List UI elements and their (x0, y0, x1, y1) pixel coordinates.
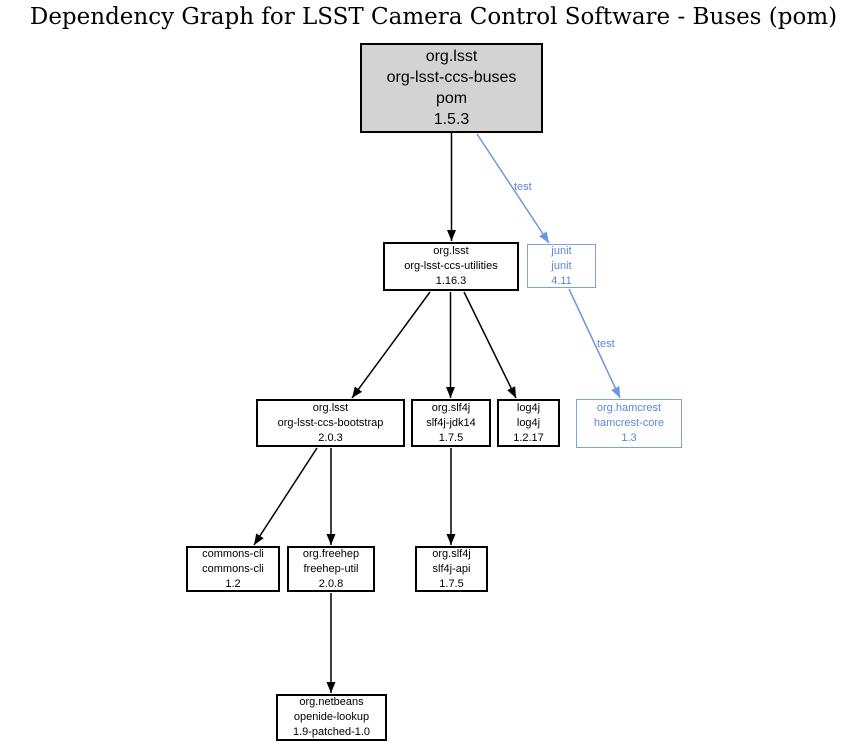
node-artifact: org-lsst-ccs-buses (386, 69, 517, 86)
node-log4j: log4j log4j 1.2.17 (497, 399, 560, 447)
edge-buses-junit (476, 133, 550, 244)
node-version: 2.0.8 (318, 577, 344, 590)
node-group: org.lsst (433, 245, 469, 257)
graph-title: Dependency Graph for LSST Camera Control… (29, 4, 838, 30)
node-group: org.slf4j (432, 547, 471, 560)
node-version: 1.9-patched-1.0 (292, 726, 371, 738)
node-artifact: openide-lookup (293, 711, 370, 723)
node-org-lsst-ccs-utilities: org.lsst org-lsst-ccs-utilities 1.16.3 (383, 242, 519, 291)
node-hamcrest-core: org.hamcrest hamcrest-core 1.3 (576, 399, 682, 448)
node-artifact: commons-cli (202, 562, 264, 575)
node-slf4j-jdk14: org.slf4j slf4j-jdk14 1.7.5 (411, 399, 491, 447)
node-version: 1.5.3 (433, 111, 470, 128)
node-group: org.slf4j (431, 401, 471, 414)
node-freehep-util: org.freehep freehep-util 2.0.8 (287, 546, 375, 592)
edge-label-test-1: test (514, 181, 532, 193)
node-artifact: freehep-util (303, 562, 359, 575)
edge-utilities-log4j (463, 291, 517, 399)
node-commons-cli: commons-cli commons-cli 1.2 (186, 546, 280, 592)
node-group: org.lsst (312, 401, 349, 414)
node-version: 1.2.17 (513, 431, 544, 444)
node-group: org.freehep (302, 547, 360, 560)
node-version: 2.0.3 (318, 431, 343, 444)
node-version: 1.7.5 (439, 577, 464, 590)
node-group: org.lsst (425, 48, 478, 65)
node-org-lsst-ccs-buses: org.lsst org-lsst-ccs-buses pom 1.5.3 (360, 43, 543, 133)
node-group: log4j (516, 401, 541, 414)
node-artifact: slf4j-jdk14 (426, 416, 476, 429)
node-group: commons-cli (202, 547, 264, 560)
node-version: 4.11 (551, 274, 572, 287)
node-version: 1.2 (225, 577, 241, 590)
node-version: 1.7.5 (438, 431, 464, 444)
edge-utilities-bootstrap (351, 291, 431, 399)
node-version: 1.16.3 (435, 275, 467, 287)
node-packaging: pom (435, 90, 468, 107)
node-org-lsst-ccs-bootstrap: org.lsst org-lsst-ccs-bootstrap 2.0.3 (256, 399, 405, 447)
edge-label-test-2: test (597, 338, 615, 350)
node-artifact: slf4j-api (432, 562, 471, 575)
node-junit: junit junit 4.11 (527, 244, 596, 288)
node-version: 1.3 (621, 432, 637, 444)
node-slf4j-api: org.slf4j slf4j-api 1.7.5 (415, 546, 488, 592)
node-group: org.hamcrest (596, 402, 662, 414)
node-group: org.netbeans (299, 696, 364, 708)
node-openide-lookup: org.netbeans openide-lookup 1.9-patched-… (276, 694, 387, 741)
node-artifact: org-lsst-ccs-utilities (404, 260, 498, 272)
node-artifact: log4j (516, 416, 541, 429)
edge-bootstrap-commons-cli (253, 447, 318, 546)
node-group: junit (551, 244, 572, 257)
node-artifact: org-lsst-ccs-bootstrap (277, 416, 384, 429)
node-artifact: hamcrest-core (593, 417, 665, 429)
node-artifact: junit (551, 259, 572, 272)
edge-junit-hamcrest (568, 288, 621, 399)
